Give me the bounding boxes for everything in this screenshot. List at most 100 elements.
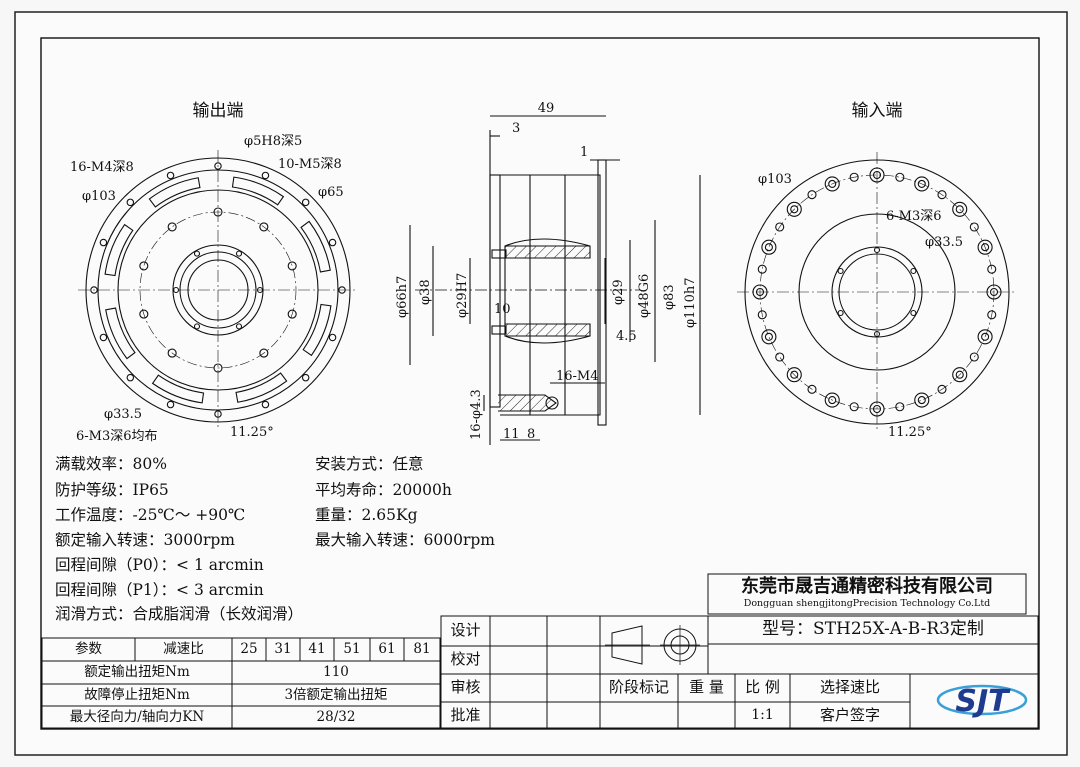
input-bolt-hole [757,264,767,274]
spec-backlash-p0: 回程间隙（P0）：< 1 arcmin [55,556,264,574]
row-rated-torque-value: 110 [323,664,349,680]
input-bolt-hole [977,329,993,345]
output-slot [151,374,205,404]
output-m4-hole [90,286,98,294]
output-slot [231,176,285,206]
input-bolt-hole [786,201,802,217]
input-bolt-hole [987,264,997,274]
ratio-81: 81 [413,641,431,657]
dim-out-m4: 16-M4深8 [70,160,134,175]
company-logo: SJT [936,684,1028,719]
output-m4-hole [301,198,310,207]
dim-sec-1: 1 [580,145,588,160]
input-bolt-hole [807,190,817,200]
logo-swoosh [936,684,1028,716]
dimension-labels: φ5H8深5 16-M4深8 10-M5深8 φ103 φ65 φ33.5 6-… [70,101,963,444]
dim-out-angle: 11.25° [230,425,274,440]
model-number: 型号：STH25X-A-B-R3定制 [762,619,984,639]
inner-frame [40,37,1040,730]
spec-temperature: 工作温度：-25℃～ +90℃ [55,506,246,524]
dim-sec-110: φ110h7 [683,277,698,328]
input-bolt-hole-inner [764,332,773,341]
dim-sec-29: φ29 [611,279,626,305]
output-slot [148,177,201,208]
section-bore-curve-bottom [504,335,591,344]
output-m3-hole [193,250,201,257]
section-bolt-detail [498,394,557,412]
input-m3-hole [837,267,844,275]
section-hatch-top [504,245,591,259]
input-bolt-hole-inner [955,205,964,214]
output-slot [300,220,331,273]
label-design: 设计 [450,621,481,639]
input-bolt-hole-inner [764,243,773,252]
output-m4-hole [126,373,135,382]
input-bolt-hole [937,384,947,394]
input-bolt-hole [914,392,930,408]
input-bolt-hole [987,310,997,320]
spec-lubrication: 润滑方式：合成脂润滑（长效润滑） [55,605,304,623]
input-hole-pattern [737,152,1017,432]
parameter-table [41,637,441,729]
output-m4-hole [166,171,175,180]
label-approve: 批准 [450,706,481,724]
dim-sec-38: φ38 [418,279,433,305]
input-bolt-hole [952,367,968,383]
scale-value: 1:1 [751,707,774,723]
input-bolt-hole [807,384,817,394]
output-m4-hole [301,373,310,382]
output-m4-hole [328,238,337,247]
dim-in-angle: 11.25° [888,425,932,440]
param-table-border [41,637,441,729]
dim-sec-66: φ66h7 [395,276,410,318]
input-bolt-hole-inner [917,179,926,188]
title-block [440,573,1039,729]
dim-in-103: φ103 [758,172,792,187]
output-view-title: 输出端 [193,101,244,121]
dim-sec-43: 16-φ4.3 [469,389,484,440]
logo-text: SJT [955,684,1011,719]
title-block-border [440,615,1039,729]
input-bolt-hole [914,176,930,192]
label-scale: 比 例 [745,678,780,696]
dim-sec-11: 11 [503,427,520,442]
input-bolt-hole [895,402,905,412]
ratio-31: 31 [274,641,292,657]
input-bolt-hole-inner [981,243,990,252]
input-bolt-hole [824,392,840,408]
input-m3-hole [837,309,844,317]
company-name-en: Dongguan shengjitongPrecision Technology… [743,598,991,609]
dim-out-65: φ65 [318,185,344,200]
spec-backlash-p1: 回程间隙（P1）：< 3 arcmin [55,581,264,599]
output-slot [302,303,332,357]
input-bolt-hole [786,367,802,383]
label-weight: 重 量 [689,678,724,696]
output-end-view: 输出端 [78,101,358,430]
input-bolt-hole [761,329,777,345]
dim-sec-45: 4.5 [616,329,637,344]
dim-in-m3: 6-M3深6 [886,209,942,224]
row-force-value: 28/32 [316,709,356,725]
output-m4-hole [99,238,108,247]
dim-sec-29h7: φ29H7 [455,273,470,318]
input-view-title: 输入端 [852,101,903,121]
output-m4-hole [166,400,175,409]
dim-out-h8: φ5H8深5 [244,134,302,149]
dim-sec-3: 3 [512,121,520,136]
output-m5-hole [259,222,269,232]
label-stage-mark: 阶段标记 [608,678,669,696]
output-m3-hole [235,323,243,330]
outer-frame [14,11,1068,756]
input-bolt-hole-inner [828,396,837,405]
section-screw-top [491,249,507,259]
spec-mounting: 安装方式：任意 [315,455,424,473]
dim-out-m3: 6-M3深6均布 [76,429,158,444]
row-rated-torque-label: 额定输出扭矩Nm [84,664,190,680]
dim-in-335: φ33.5 [925,235,963,250]
label-select-ratio: 选择速比 [819,678,880,696]
dim-sec-8: 8 [527,427,535,442]
spec-weight: 重量：2.65Kg [315,506,418,524]
label-customer-sign: 客户签字 [819,706,880,724]
section-flange-lip [489,174,501,408]
output-m5-hole [259,348,269,358]
